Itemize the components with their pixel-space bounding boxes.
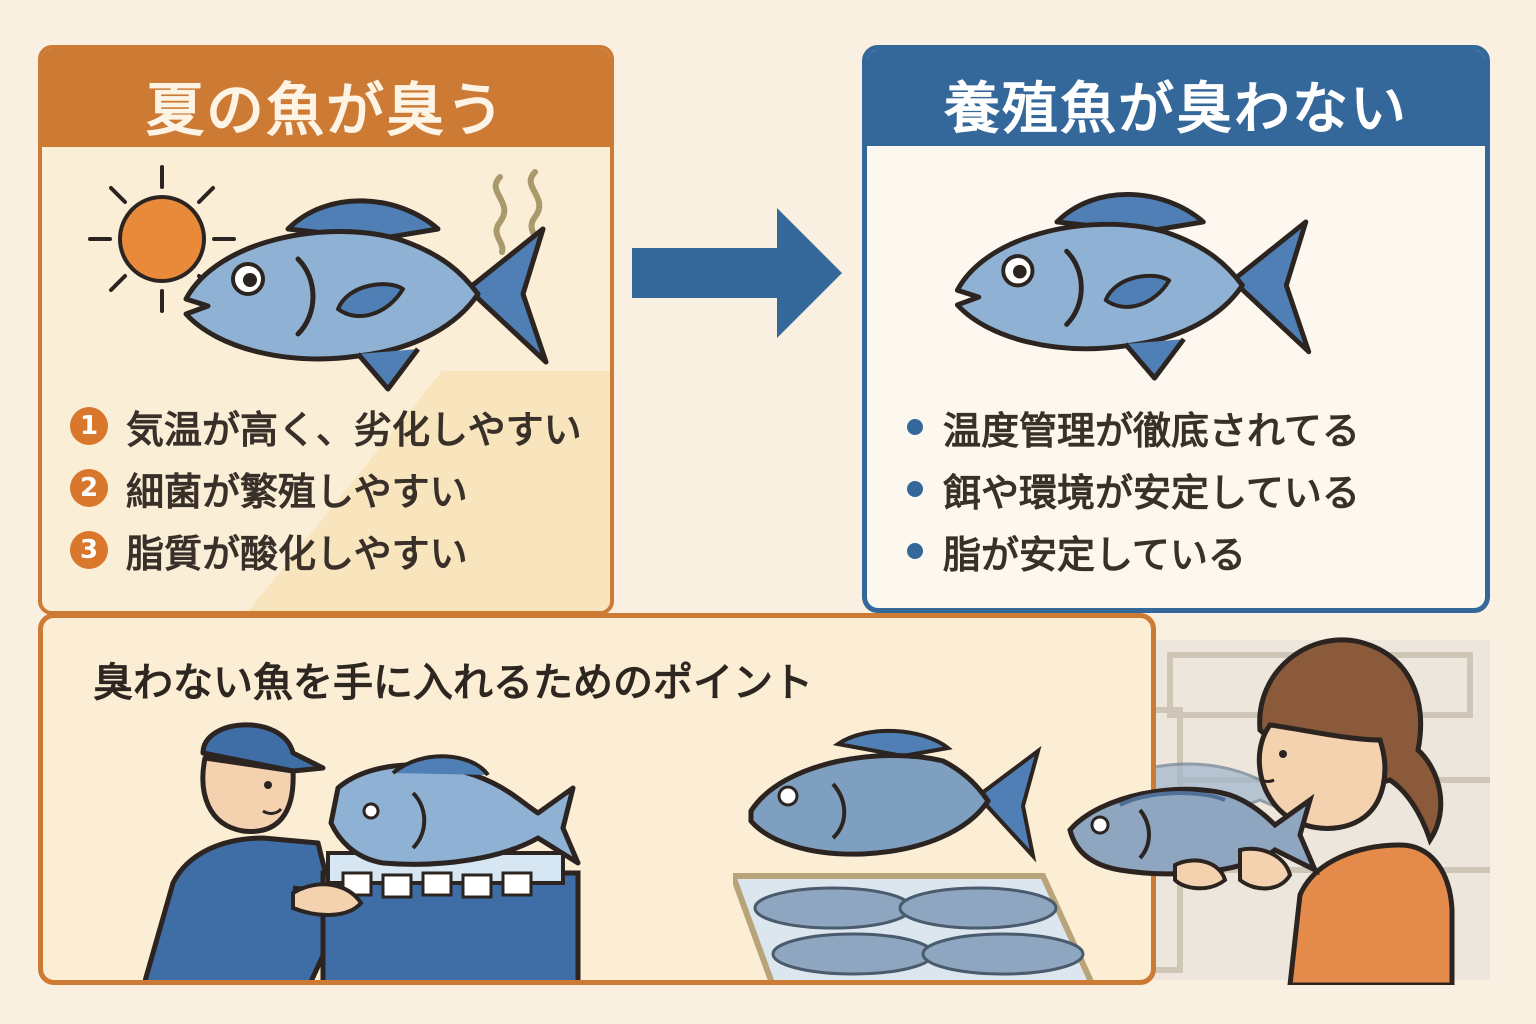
number-badge: 3 [70, 531, 108, 569]
list-item: 1 気温が高く、劣化しやすい [70, 395, 582, 457]
point-list: 温度管理が徹底されてる 餌や環境が安定している 脂が安定している [907, 396, 1360, 582]
reason-text: 細菌が繁殖しやすい [126, 469, 468, 514]
fish-icon [954, 192, 1312, 381]
summer-fish-panel: 夏の魚が臭う 1 気温が高 [38, 45, 614, 615]
bullet-icon [907, 419, 923, 435]
point-text: 温度管理が徹底されてる [943, 408, 1360, 453]
list-item: 温度管理が徹底されてる [907, 396, 1360, 458]
shopper-with-fish-illustration [1067, 637, 1455, 985]
farmed-panel-header [867, 50, 1485, 146]
list-item: 脂が安定している [907, 520, 1360, 582]
reason-list: 1 気温が高く、劣化しやすい 2 細菌が繁殖しやすい 3 脂質が酸化しやすい [70, 395, 582, 581]
list-item: 3 脂質が酸化しやすい [70, 519, 582, 581]
farmed-panel-title: 養殖魚が臭わない [944, 77, 1408, 142]
bullet-icon [907, 481, 923, 497]
reason-text: 気温が高く、劣化しやすい [126, 407, 582, 452]
fish-icon [183, 198, 549, 392]
list-item: 餌や環境が安定している [907, 458, 1360, 520]
bullet-icon [907, 543, 923, 559]
list-item: 2 細菌が繁殖しやすい [70, 457, 582, 519]
fish-display-illustration [733, 728, 1094, 980]
reason-text: 脂質が酸化しやすい [126, 531, 468, 576]
tips-panel-title: 臭わない魚を手に入れるためのポイント [93, 660, 813, 706]
arrow-right-icon [632, 208, 842, 338]
farmed-fish-panel: 養殖魚が臭わない 温度管理が徹底されてる 餌や環境が安定している 脂が安定してい… [862, 45, 1490, 613]
number-badge: 1 [70, 407, 108, 445]
summer-panel-header [42, 49, 610, 147]
light-beam-decoration [248, 371, 610, 611]
number-badge: 2 [70, 469, 108, 507]
point-text: 餌や環境が安定している [943, 470, 1360, 515]
tips-panel: 臭わない魚を手に入れるためのポイント [38, 613, 1156, 985]
fisherman-with-cooler-illustration [143, 722, 581, 980]
point-text: 脂が安定している [943, 532, 1246, 577]
summer-panel-title: 夏の魚が臭う [145, 76, 506, 144]
